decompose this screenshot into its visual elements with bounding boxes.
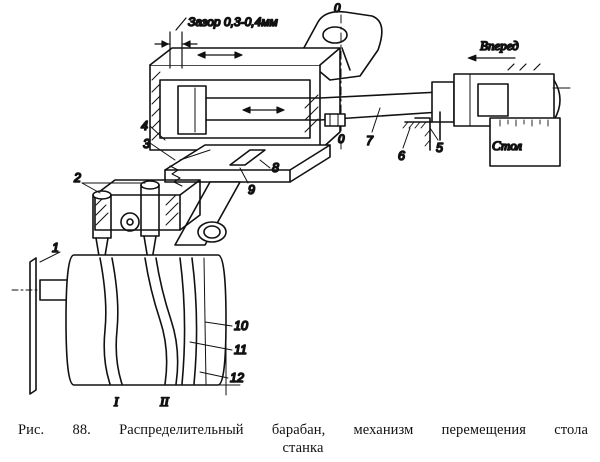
- slide-bar: [164, 144, 331, 246]
- table-label: Стол: [492, 138, 522, 153]
- figure-caption: Рис. 88. Распределительный барабан, меха…: [18, 421, 588, 457]
- part-number-1: 1: [52, 241, 59, 255]
- axis-label-top: 0: [334, 0, 341, 15]
- leader-lines: [39, 107, 439, 379]
- forward-label: Вперед: [480, 38, 519, 53]
- technical-drawing: Зазор 0,3-0,4мм Вперед Стол 0 0 1 2 3 4 …: [11, 0, 571, 410]
- part-number-6: 6: [398, 149, 405, 163]
- part-number-12: 12: [230, 371, 244, 385]
- rod: [319, 91, 441, 127]
- part-number-7: 7: [366, 134, 374, 148]
- roman-label-1: I: [113, 394, 119, 409]
- part-number-2: 2: [73, 171, 81, 185]
- part-number-4: 4: [141, 119, 148, 133]
- part-number-8: 8: [272, 161, 279, 175]
- part-number-10: 10: [234, 319, 248, 333]
- gap-label: Зазор 0,3-0,4мм: [188, 15, 278, 29]
- roman-label-2: II: [159, 394, 169, 409]
- cylinder-block: [149, 47, 341, 151]
- axis-label-bottom: 0: [338, 131, 345, 146]
- roller: [197, 221, 227, 243]
- part-number-11: 11: [234, 343, 247, 357]
- lever-housing: [92, 165, 201, 263]
- part-number-5: 5: [436, 141, 443, 155]
- caption-line-1: Рис. 88. Распределительный барабан, меха…: [18, 422, 588, 438]
- part-number-3: 3: [143, 137, 150, 151]
- stop-bracket: [402, 111, 441, 151]
- caption-line-2: станка: [282, 440, 324, 456]
- gap-indicator: [154, 17, 198, 69]
- part-number-9: 9: [248, 183, 255, 197]
- table-clamp: [431, 63, 571, 167]
- distribution-drum: [11, 254, 241, 396]
- motion-arrows: [197, 51, 285, 114]
